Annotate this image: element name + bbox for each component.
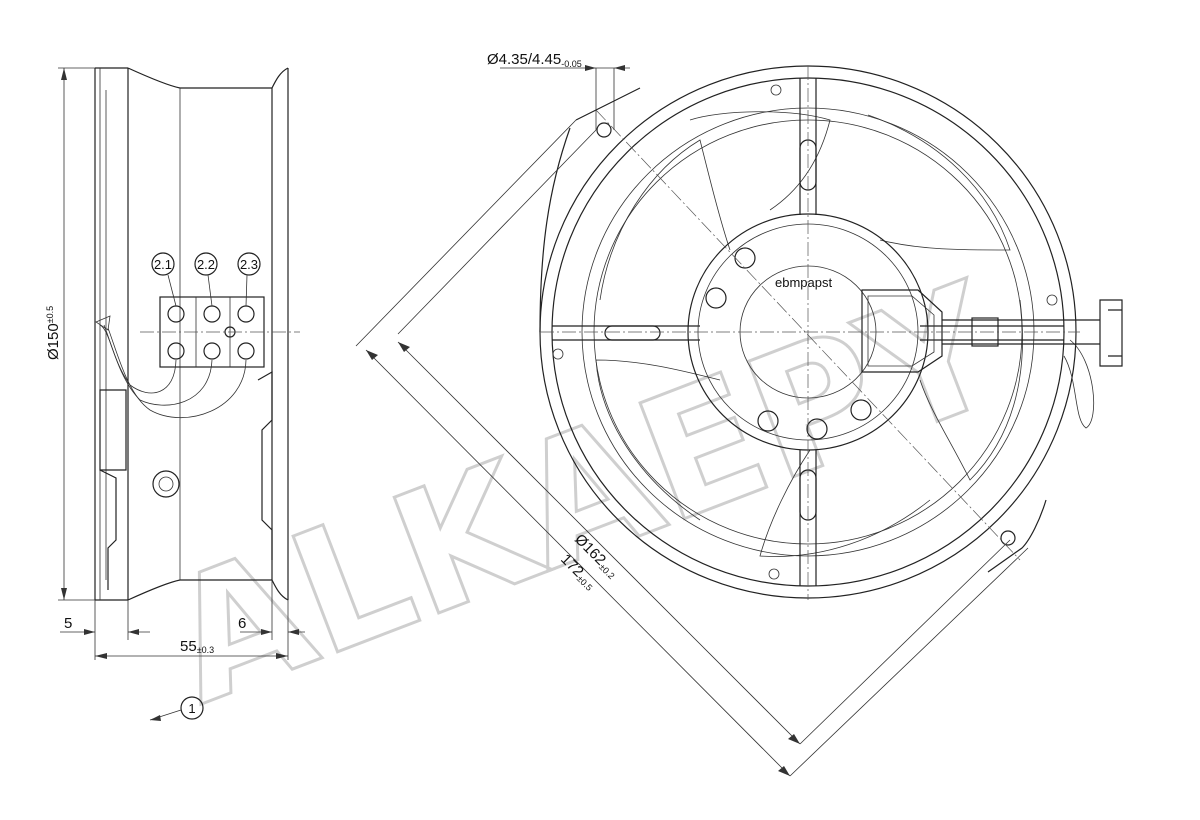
terminal-screws: [167, 305, 255, 360]
dim-depth: 55±0.3: [95, 638, 288, 659]
wire-grommet: [95, 315, 111, 331]
dim-side-diameter: Ø150±0.5: [45, 67, 95, 601]
front-view: ebmpapst Ø4.35/4.45-0.05: [355, 51, 1123, 777]
housing-front-flange: [94, 67, 128, 601]
cable-connector: [1099, 299, 1123, 367]
mount-hole-left: [552, 348, 564, 360]
bracket-outline: [99, 469, 117, 590]
brand-label: ebmpapst: [775, 275, 832, 290]
hole-label: Ø4.35/4.45-0.05: [487, 51, 582, 69]
mount-hole-right: [1046, 294, 1058, 306]
dim-offset-left: 5: [60, 600, 150, 660]
flange-detail-lines: [99, 68, 107, 600]
terminal-label-2-1: 2.1: [151, 252, 177, 307]
cable: [942, 319, 1100, 345]
terminal-label-2-2: 2.2: [194, 252, 218, 307]
depth-label: 55±0.3: [180, 638, 214, 655]
offset-left-label: 5: [64, 615, 72, 632]
dim-hole: Ø4.35/4.45-0.05: [487, 51, 630, 130]
mount-screw-inner: [158, 476, 174, 492]
callout-1-text: 1: [188, 701, 195, 716]
housing-bottom-profile: [127, 579, 289, 601]
rear-bracket-outline: [257, 370, 273, 560]
connector-box: [861, 289, 943, 373]
front-centerline-diag: [595, 109, 1021, 561]
mount-screw-outer: [152, 470, 180, 498]
housing-top-profile: [127, 67, 289, 89]
mount-hole-top-left: [596, 122, 612, 138]
mount-hole-top: [770, 84, 782, 96]
terminal-label-2-3: 2.3: [237, 252, 261, 307]
flange-top-left: [539, 87, 641, 333]
side-diameter-label: Ø150±0.5: [45, 306, 62, 360]
fan-blades: [595, 111, 1023, 557]
cable-loop: [1063, 339, 1095, 429]
wire-2: [103, 324, 213, 406]
side-view: 2.1 2.2 2.3 Ø150±0.5: [45, 67, 305, 721]
offset-right-label: 6: [238, 615, 246, 632]
housing-rear-edge: [271, 68, 289, 600]
terminal-2-3-text: 2.3: [240, 257, 258, 272]
flange-bottom-right: [987, 499, 1047, 573]
watermark-text: ALKAEPY: [144, 247, 1026, 743]
mount-hole-bottom: [768, 568, 780, 580]
watermark: ALKAEPY: [142, 245, 1027, 744]
connector-box-inner: [867, 295, 935, 367]
callout-1: 1: [149, 696, 204, 721]
terminal-2-1-text: 2.1: [154, 257, 172, 272]
mount-hole-bottom-right: [1000, 530, 1016, 546]
wire-1: [99, 324, 177, 394]
terminal-2-2-text: 2.2: [197, 257, 215, 272]
motor-box: [99, 389, 127, 471]
wire-3: [107, 327, 247, 418]
dim-offset-right: 6: [238, 580, 305, 660]
